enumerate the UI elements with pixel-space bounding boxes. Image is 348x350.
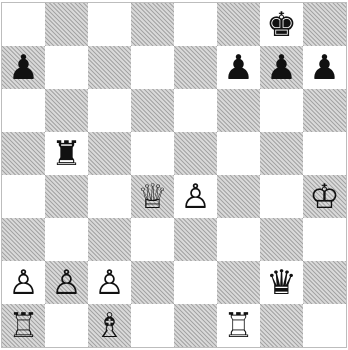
- square-d5[interactable]: [131, 132, 174, 175]
- square-a8[interactable]: [2, 3, 45, 46]
- square-g6[interactable]: [260, 89, 303, 132]
- white-rook-icon[interactable]: ♖: [223, 309, 253, 343]
- white-pawn-icon[interactable]: ♙: [180, 180, 210, 214]
- square-f3[interactable]: [217, 218, 260, 261]
- square-e5[interactable]: [174, 132, 217, 175]
- square-b5[interactable]: ♜: [45, 132, 88, 175]
- chess-board: ♚ ♟ ♟ ♟ ♟ ♜ ♕ ♙ ♔ ♙ ♙ ♙ ♛ ♖ ♗ ♖: [2, 3, 346, 347]
- square-c2[interactable]: ♙: [88, 261, 131, 304]
- white-bishop-icon[interactable]: ♗: [94, 309, 124, 343]
- square-f8[interactable]: [217, 3, 260, 46]
- square-g4[interactable]: [260, 175, 303, 218]
- square-f5[interactable]: [217, 132, 260, 175]
- black-rook-icon[interactable]: ♜: [51, 137, 81, 171]
- square-a3[interactable]: [2, 218, 45, 261]
- square-f1[interactable]: ♖: [217, 304, 260, 347]
- square-g8[interactable]: ♚: [260, 3, 303, 46]
- square-c1[interactable]: ♗: [88, 304, 131, 347]
- white-rook-icon[interactable]: ♖: [8, 309, 38, 343]
- black-king-icon[interactable]: ♚: [266, 8, 296, 42]
- square-a1[interactable]: ♖: [2, 304, 45, 347]
- square-d3[interactable]: [131, 218, 174, 261]
- square-d7[interactable]: [131, 46, 174, 89]
- square-f7[interactable]: ♟: [217, 46, 260, 89]
- square-c4[interactable]: [88, 175, 131, 218]
- square-a5[interactable]: [2, 132, 45, 175]
- black-pawn-icon[interactable]: ♟: [309, 51, 339, 85]
- square-f6[interactable]: [217, 89, 260, 132]
- square-d4[interactable]: ♕: [131, 175, 174, 218]
- square-d1[interactable]: [131, 304, 174, 347]
- square-a4[interactable]: [2, 175, 45, 218]
- square-a6[interactable]: [2, 89, 45, 132]
- white-king-icon[interactable]: ♔: [309, 180, 339, 214]
- square-g2[interactable]: ♛: [260, 261, 303, 304]
- square-g1[interactable]: [260, 304, 303, 347]
- white-queen-icon[interactable]: ♕: [137, 180, 167, 214]
- square-c5[interactable]: [88, 132, 131, 175]
- square-e6[interactable]: [174, 89, 217, 132]
- square-b2[interactable]: ♙: [45, 261, 88, 304]
- black-pawn-icon[interactable]: ♟: [8, 51, 38, 85]
- black-pawn-icon[interactable]: ♟: [223, 51, 253, 85]
- square-d8[interactable]: [131, 3, 174, 46]
- square-e1[interactable]: [174, 304, 217, 347]
- square-c8[interactable]: [88, 3, 131, 46]
- square-e2[interactable]: [174, 261, 217, 304]
- square-a2[interactable]: ♙: [2, 261, 45, 304]
- square-f4[interactable]: [217, 175, 260, 218]
- square-e4[interactable]: ♙: [174, 175, 217, 218]
- black-queen-icon[interactable]: ♛: [266, 266, 296, 300]
- square-e7[interactable]: [174, 46, 217, 89]
- square-b1[interactable]: [45, 304, 88, 347]
- square-b6[interactable]: [45, 89, 88, 132]
- square-f2[interactable]: [217, 261, 260, 304]
- square-b4[interactable]: [45, 175, 88, 218]
- square-e8[interactable]: [174, 3, 217, 46]
- square-g5[interactable]: [260, 132, 303, 175]
- square-d2[interactable]: [131, 261, 174, 304]
- square-h1[interactable]: [303, 304, 346, 347]
- square-h7[interactable]: ♟: [303, 46, 346, 89]
- square-c6[interactable]: [88, 89, 131, 132]
- square-g7[interactable]: ♟: [260, 46, 303, 89]
- square-h3[interactable]: [303, 218, 346, 261]
- square-h5[interactable]: [303, 132, 346, 175]
- square-h2[interactable]: [303, 261, 346, 304]
- square-g3[interactable]: [260, 218, 303, 261]
- square-h8[interactable]: [303, 3, 346, 46]
- square-b3[interactable]: [45, 218, 88, 261]
- white-pawn-icon[interactable]: ♙: [8, 266, 38, 300]
- square-e3[interactable]: [174, 218, 217, 261]
- square-h6[interactable]: [303, 89, 346, 132]
- square-b7[interactable]: [45, 46, 88, 89]
- white-pawn-icon[interactable]: ♙: [94, 266, 124, 300]
- white-pawn-icon[interactable]: ♙: [51, 266, 81, 300]
- square-c3[interactable]: [88, 218, 131, 261]
- square-a7[interactable]: ♟: [2, 46, 45, 89]
- black-pawn-icon[interactable]: ♟: [266, 51, 296, 85]
- square-d6[interactable]: [131, 89, 174, 132]
- square-c7[interactable]: [88, 46, 131, 89]
- square-h4[interactable]: ♔: [303, 175, 346, 218]
- square-b8[interactable]: [45, 3, 88, 46]
